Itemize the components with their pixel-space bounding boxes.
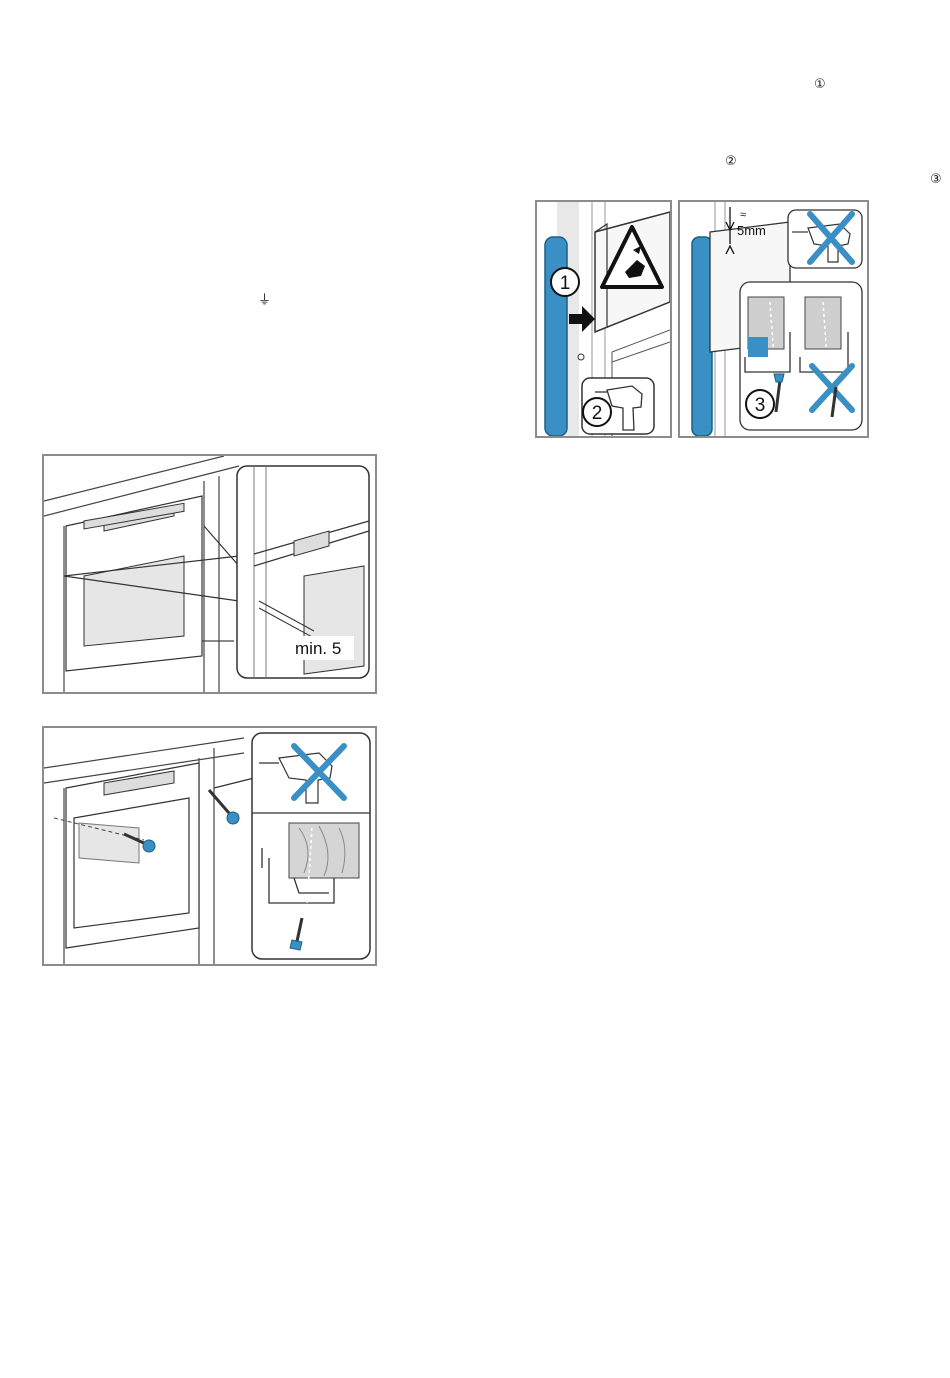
figure-panel-fit-trim: 2 1 bbox=[535, 200, 672, 438]
step2-badge-label: 2 bbox=[592, 403, 603, 424]
screw-trim-illustration: ≈ 5mm 3 bbox=[680, 202, 867, 436]
step2-ref-marker: ② bbox=[725, 155, 737, 169]
step3-ref-marker: ③ bbox=[930, 173, 942, 187]
ground-symbol-icon: ⏚ bbox=[258, 294, 271, 308]
figure-panel-screw-trim: ≈ 5mm 3 bbox=[678, 200, 869, 438]
min-gap-label: min. 5 bbox=[295, 639, 341, 658]
oven-screw-illustration bbox=[44, 728, 375, 964]
oven-gap-illustration: min. 5 bbox=[44, 456, 375, 692]
step3-badge-label: 3 bbox=[755, 395, 766, 416]
step1-ref-marker: ① bbox=[814, 78, 826, 92]
blue-trim-strip bbox=[545, 237, 567, 436]
figure-screw-fixing bbox=[42, 726, 377, 966]
figure-installation-gap: min. 5 bbox=[42, 454, 377, 694]
gap-label-5mm: 5mm bbox=[737, 223, 766, 238]
fit-trim-illustration: 2 1 bbox=[537, 202, 670, 436]
gap-approx-symbol: ≈ bbox=[740, 209, 746, 221]
step1-badge-label: 1 bbox=[560, 273, 571, 294]
blue-trim-strip bbox=[692, 237, 712, 436]
